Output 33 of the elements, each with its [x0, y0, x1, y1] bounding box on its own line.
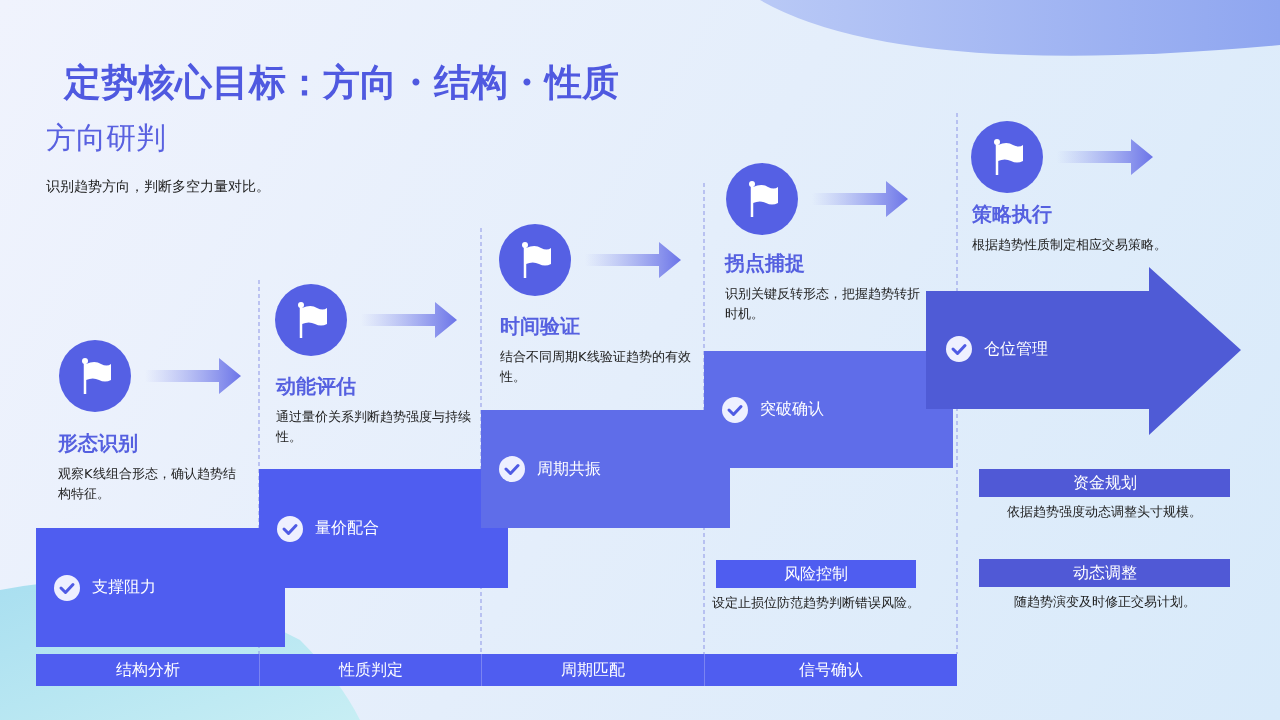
- title: 定势核心目标：方向・结构・性质: [64, 60, 619, 106]
- step-heading: 拐点捕捉: [725, 250, 805, 277]
- step-label: 仓位管理: [984, 338, 1048, 360]
- step-description: 观察K线组合形态，确认趋势结构特征。: [58, 465, 237, 503]
- step-label: 支撑阻力: [92, 577, 156, 598]
- heading-bar: 风险控制: [716, 560, 916, 588]
- bar-description: 设定止损位防范趋势判断错误风险。: [711, 594, 921, 612]
- subtitle-description: 识别趋势方向，判断多空力量对比。: [46, 178, 270, 196]
- category-cell: 结构分析: [36, 654, 259, 686]
- heading-bar: 资金规划: [979, 469, 1230, 497]
- step-heading: 动能评估: [276, 373, 356, 400]
- category-cell: 性质判定: [259, 654, 481, 686]
- step-description: 结合不同周期K线验证趋势的有效性。: [500, 348, 692, 386]
- heading-bar: 动态调整: [979, 559, 1230, 587]
- step-block: [481, 410, 730, 528]
- step-heading: 策略执行: [972, 201, 1052, 228]
- bar-description: 随趋势演变及时修正交易计划。: [1012, 593, 1197, 611]
- step-label: 周期共振: [537, 458, 601, 480]
- step-heading: 时间验证: [500, 313, 580, 340]
- arrow-block: [926, 267, 1241, 435]
- step-description: 识别关键反转形态，把握趋势转折时机。: [725, 285, 921, 323]
- bar-description: 依据趋势强度动态调整头寸规模。: [1006, 503, 1203, 521]
- step-block: [36, 528, 285, 647]
- step-block: [259, 469, 508, 588]
- category-cell: 信号确认: [704, 654, 957, 686]
- step-description: 根据趋势性质制定相应交易策略。: [972, 236, 1168, 254]
- step-heading: 形态识别: [58, 430, 138, 457]
- step-description: 通过量价关系判断趋势强度与持续性。: [276, 408, 471, 446]
- subtitle: 方向研判: [46, 119, 166, 157]
- step-label: 突破确认: [760, 399, 824, 420]
- category-cell: 周期匹配: [481, 654, 704, 686]
- step-block: [704, 351, 953, 468]
- step-label: 量价配合: [315, 518, 379, 539]
